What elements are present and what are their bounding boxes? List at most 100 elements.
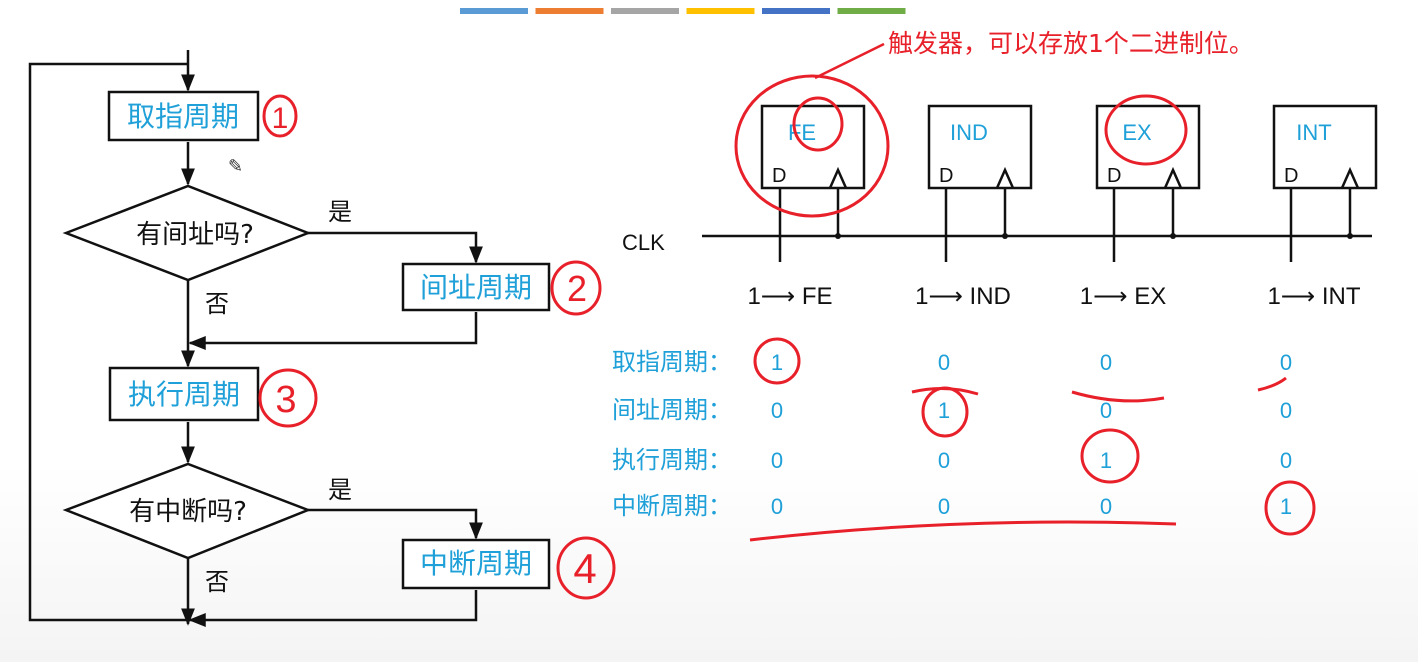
header-bar-6: [837, 8, 906, 14]
state-value: 0: [1100, 494, 1112, 519]
indirect-cycle-box: 间址周期: [401, 262, 551, 312]
interrupt-return: [188, 590, 478, 627]
state-value: 0: [938, 494, 950, 519]
row1-underline-int: [1257, 376, 1287, 392]
state-value: 0: [771, 398, 783, 423]
header-bar-1: [460, 8, 528, 14]
state-value: 0: [1100, 398, 1112, 423]
mark-3-circle: [258, 368, 318, 428]
flipflop-ex: EXD 1⟶ EX: [1080, 104, 1201, 310]
flipflop-name: INT: [1296, 120, 1331, 145]
state-value: 0: [1100, 350, 1112, 375]
flipflop-name: EX: [1122, 120, 1152, 145]
clock-junction: [1170, 233, 1176, 239]
header-bar-2: [535, 8, 604, 14]
row1-underline-ind: [911, 386, 979, 396]
mark-4-circle: [556, 536, 616, 600]
set-label: 1⟶ FE: [747, 283, 832, 310]
flipflop-marks: [734, 74, 1188, 218]
no-label-1: 否: [205, 290, 229, 318]
mark-3: 3: [275, 379, 296, 421]
set-label: 1⟶ IND: [915, 283, 1011, 310]
interrupt-cycle-label: 中断周期: [420, 547, 532, 580]
pencil-icon: ✎: [228, 156, 243, 177]
flipflop-box: [1272, 104, 1378, 190]
state-value: 0: [771, 448, 783, 473]
row1-highlight: [753, 337, 801, 385]
state-value: 1: [1280, 494, 1292, 519]
state-row-label: 执行周期：: [612, 446, 732, 474]
table-marks: [749, 337, 1316, 542]
yes-label-1: 是: [328, 198, 352, 226]
row4-highlight: [1264, 480, 1316, 536]
state-value: 0: [771, 494, 783, 519]
note-pointer: [814, 42, 885, 80]
state-value: 0: [938, 350, 950, 375]
mark-2-circle: [550, 260, 602, 316]
fe-small-circle: [792, 96, 844, 152]
flipflop-name: IND: [950, 120, 988, 145]
flipflop-int: INT D 1⟶ INT: [1267, 104, 1378, 310]
fetch-cycle-box: 取指周期: [107, 90, 260, 142]
header-bar-5: [762, 8, 830, 14]
indirect-decision: 有间址吗?: [62, 184, 312, 282]
bottom-underline: [749, 520, 1177, 542]
state-value: 0: [938, 448, 950, 473]
flipflop-box: [927, 104, 1033, 190]
handwritten-marks: [258, 94, 616, 600]
set-label: 1⟶ INT: [1267, 283, 1360, 310]
indirect-cycle-label: 间址周期: [420, 271, 532, 304]
state-value: 1: [771, 350, 783, 375]
clock-junction: [1347, 233, 1353, 239]
row1-underline-ex: [1071, 390, 1165, 403]
interrupt-cycle-box: 中断周期: [401, 538, 551, 590]
fe-big-circle: [734, 74, 890, 218]
flipflop-d-label: D: [939, 165, 953, 187]
mark-2: 2: [567, 268, 587, 309]
flipflop-d-label: D: [1284, 165, 1298, 187]
state-value: 0: [1280, 350, 1292, 375]
state-value: 1: [1100, 448, 1112, 473]
mark-4: 4: [573, 545, 596, 592]
slide-header-bars: [460, 8, 906, 14]
flipflop-note: 触发器，可以存放1个二进制位。: [888, 29, 1254, 58]
state-row-label: 间址周期：: [612, 396, 732, 424]
flipflop-ind: IND D 1⟶ IND: [915, 104, 1033, 310]
execute-cycle-label: 执行周期: [128, 378, 240, 411]
state-value: 0: [1280, 398, 1292, 423]
yes-branch-2: [308, 508, 483, 540]
interrupt-decision: 有中断吗?: [62, 462, 312, 560]
flipflop-d-label: D: [772, 165, 786, 187]
ex-circle: [1104, 94, 1188, 166]
clock-input-triangle: [828, 166, 848, 189]
execute-cycle-box: 执行周期: [108, 366, 260, 422]
header-bar-3: [611, 8, 679, 14]
clock-input-triangle: [1340, 166, 1360, 189]
state-row-label: 中断周期：: [612, 492, 732, 520]
no-label-2: 否: [205, 568, 229, 596]
interrupt-question: 有中断吗?: [129, 497, 247, 527]
yes-label-2: 是: [328, 476, 352, 504]
clock-junction: [1002, 233, 1008, 239]
loop-back-line: [28, 62, 188, 622]
clock-input-triangle: [1163, 166, 1183, 189]
flipflop-box: [760, 104, 866, 190]
header-bar-4: [686, 8, 755, 14]
indirect-return: [188, 312, 478, 350]
mark-1: 1: [272, 102, 289, 135]
state-row: 中断周期： 0 0 0 1: [612, 492, 1292, 520]
state-row: 执行周期： 0 0 1 0: [612, 446, 1292, 474]
mark-1-circle: [262, 94, 298, 138]
fetch-cycle-label: 取指周期: [127, 100, 239, 133]
state-value: 0: [1280, 448, 1292, 473]
flowchart: [28, 50, 483, 627]
flipflop-d-label: D: [1107, 165, 1121, 187]
set-label: 1⟶ EX: [1080, 283, 1166, 310]
